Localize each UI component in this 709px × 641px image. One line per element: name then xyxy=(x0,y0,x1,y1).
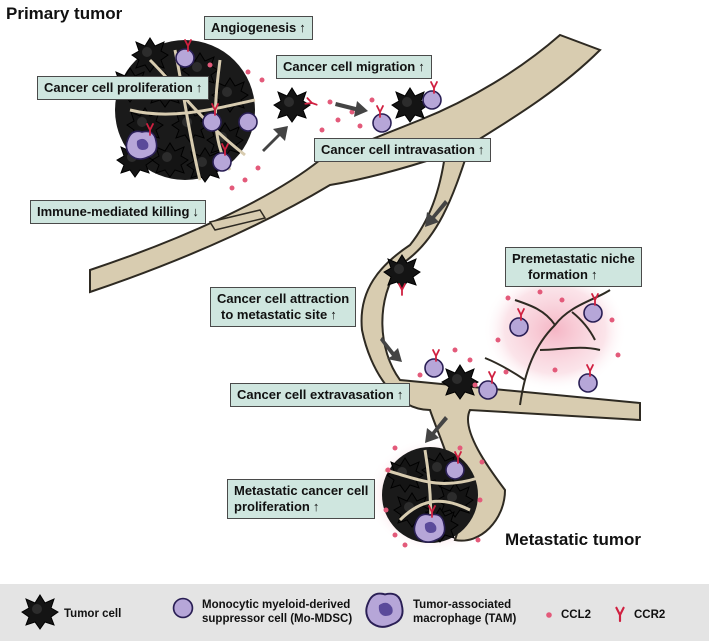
tumor-cell-icon xyxy=(21,594,59,630)
legend-mo-mdsc-line1: Monocytic myeloid-derived xyxy=(202,599,351,611)
up-arrow-icon: ↑ xyxy=(396,387,404,402)
up-arrow-icon: ↑ xyxy=(312,499,320,514)
metastatic-tumor-title: Metastatic tumor xyxy=(505,530,642,549)
up-arrow-icon: ↑ xyxy=(590,267,598,282)
angiogenesis-box: Angiogenesis↑ xyxy=(204,16,313,40)
mo-mdsc-icon xyxy=(172,597,194,619)
extravasation-box: Cancer cell extravasation↑ xyxy=(230,383,411,407)
migration-label: Cancer cell migration xyxy=(283,59,416,74)
ccl2-dots xyxy=(207,62,621,548)
attraction-box: Cancer cell attraction to metastatic sit… xyxy=(210,287,357,327)
premetastatic-label-line2: formation xyxy=(528,267,588,282)
legend-mo-mdsc-line2: suppressor cell (Mo-MDSC) xyxy=(202,613,353,625)
up-arrow-icon: ↑ xyxy=(418,59,425,74)
angiogenesis-label: Angiogenesis xyxy=(211,20,297,35)
ccr2-icon xyxy=(615,606,625,623)
metastatic-proliferation-box: Metastatic cancer cell proliferation↑ xyxy=(227,479,376,519)
flow-arrows xyxy=(262,101,448,443)
attraction-label-line2: to metastatic site xyxy=(221,307,328,322)
immune-killing-box: Immune-mediated killing↓ xyxy=(30,200,206,224)
legend: Tumor cell Monocytic myeloid-derived sup… xyxy=(0,584,709,641)
pathway-illustration xyxy=(89,33,641,553)
down-arrow-icon: ↓ xyxy=(192,204,199,219)
intravasation-box: Cancer cell intravasation↑ xyxy=(314,138,492,162)
metastatic-tumor-mass xyxy=(382,447,479,543)
up-arrow-icon: ↑ xyxy=(477,142,485,157)
up-arrow-icon: ↑ xyxy=(195,80,203,95)
migration-box: Cancer cell migration↑ xyxy=(276,55,432,79)
met-prolif-label-line2: proliferation xyxy=(234,499,310,514)
up-arrow-icon: ↑ xyxy=(299,20,306,35)
up-arrow-icon: ↑ xyxy=(330,307,337,322)
ccl2-icon xyxy=(546,612,552,618)
proliferation-label: Cancer cell proliferation xyxy=(44,80,193,95)
legend-tam: Tumor-associated macrophage (TAM) xyxy=(413,598,516,626)
proliferation-box: Cancer cell proliferation↑ xyxy=(37,76,210,100)
immune-killing-label: Immune-mediated killing xyxy=(37,204,190,219)
primary-tumor-title: Primary tumor xyxy=(6,4,123,23)
legend-tumor-cell: Tumor cell xyxy=(64,608,122,620)
migrating-tumor-cell xyxy=(273,87,311,123)
attraction-label-line1: Cancer cell attraction xyxy=(217,291,350,306)
primary-tumor-mass xyxy=(111,37,258,183)
premetastatic-label-line1: Premetastatic niche xyxy=(512,251,635,266)
legend-ccr2: CCR2 xyxy=(634,609,666,621)
legend-mo-mdsc: Monocytic myeloid-derived suppressor cel… xyxy=(202,598,352,626)
met-prolif-label-line1: Metastatic cancer cell xyxy=(234,483,369,498)
legend-tam-line2: macrophage (TAM) xyxy=(413,613,517,625)
extravasation-label: Cancer cell extravasation xyxy=(237,387,394,402)
legend-ccl2: CCL2 xyxy=(561,609,592,621)
tam-icon xyxy=(365,592,404,628)
intravasation-label: Cancer cell intravasation xyxy=(321,142,475,157)
premetastatic-box: Premetastatic niche formation↑ xyxy=(505,247,642,287)
vessel-tumor-cell xyxy=(391,87,429,123)
legend-tam-line1: Tumor-associated xyxy=(413,599,512,611)
